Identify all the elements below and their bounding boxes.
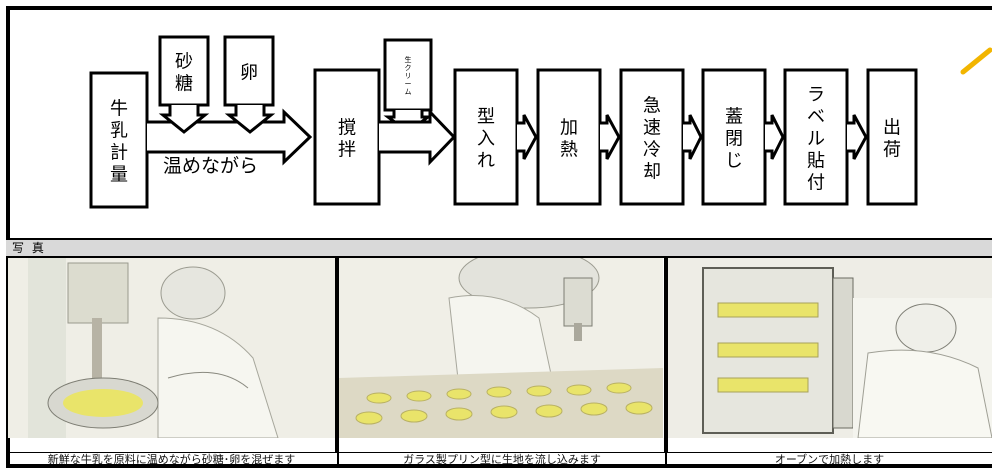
ship-label: 出荷 xyxy=(883,118,901,161)
svg-text:卵: 卵 xyxy=(240,63,258,84)
sugar-label: 砂糖 xyxy=(175,52,193,95)
sugar-arrow xyxy=(158,105,210,134)
svg-text:撹拌: 撹拌 xyxy=(338,118,356,161)
cream-label: 生クリーム xyxy=(405,55,412,96)
sugar-box xyxy=(158,35,210,107)
warm-note: 温めながら xyxy=(163,155,258,177)
svg-text:牛乳計量: 牛乳計量 xyxy=(110,99,128,186)
svg-text:急速冷却: 急速冷却 xyxy=(643,96,661,183)
milk-label: 牛乳計量 xyxy=(110,99,128,186)
process-flow-diagram: 牛乳計量 砂糖 卵 撹拌 型入れ 加熱 急速冷却 蓋閉じ ラベル貼付 出荷 生ク… xyxy=(89,35,992,209)
mold-label: 型入れ xyxy=(477,107,495,172)
svg-text:ラベル貼付: ラベル貼付 xyxy=(807,85,825,194)
caption-divider xyxy=(665,452,667,467)
egg-arrow xyxy=(224,105,276,134)
ship-box xyxy=(866,68,918,206)
label-label: ラベル貼付 xyxy=(807,85,825,194)
stir-label: 撹拌 xyxy=(338,118,356,161)
photo-section-header: 写 真 xyxy=(6,238,992,258)
step-arrow xyxy=(847,114,868,160)
step-arrow xyxy=(683,114,703,160)
mold-box xyxy=(453,68,519,206)
photo-oven xyxy=(668,258,992,438)
lid-label: 蓋閉じ xyxy=(725,107,743,172)
svg-text:生クリーム: 生クリーム xyxy=(405,55,412,96)
svg-text:出荷: 出荷 xyxy=(883,118,901,161)
milk-box xyxy=(89,71,149,209)
cool-label: 急速冷却 xyxy=(643,96,661,183)
step-arrow xyxy=(517,114,538,160)
photo-caption: ガラス製プリン型に生地を流し込みます xyxy=(339,452,665,467)
photo-caption: オーブンで加熱します xyxy=(667,452,992,467)
svg-text:型入れ: 型入れ xyxy=(477,107,495,172)
cool-box xyxy=(619,68,685,206)
photo-section-label: 写 真 xyxy=(12,241,46,255)
heat-label: 加熱 xyxy=(560,118,578,161)
caption-divider xyxy=(337,452,339,467)
step-arrow xyxy=(765,114,785,160)
photo-divider xyxy=(335,256,339,452)
egg-label: 卵 xyxy=(240,63,258,84)
photo-mixing xyxy=(8,258,335,438)
accent-stroke xyxy=(960,47,992,75)
step-arrow xyxy=(600,114,621,160)
svg-text:加熱: 加熱 xyxy=(560,118,578,161)
svg-text:砂糖: 砂糖 xyxy=(175,52,193,95)
label-box xyxy=(783,68,849,206)
photo-divider xyxy=(664,256,668,452)
cream-box xyxy=(383,38,433,112)
svg-text:蓋閉じ: 蓋閉じ xyxy=(725,107,743,172)
photo-pouring xyxy=(339,258,663,438)
photo-caption: 新鮮な牛乳を原料に温めながら砂糖･卵を混ぜます xyxy=(6,452,337,467)
